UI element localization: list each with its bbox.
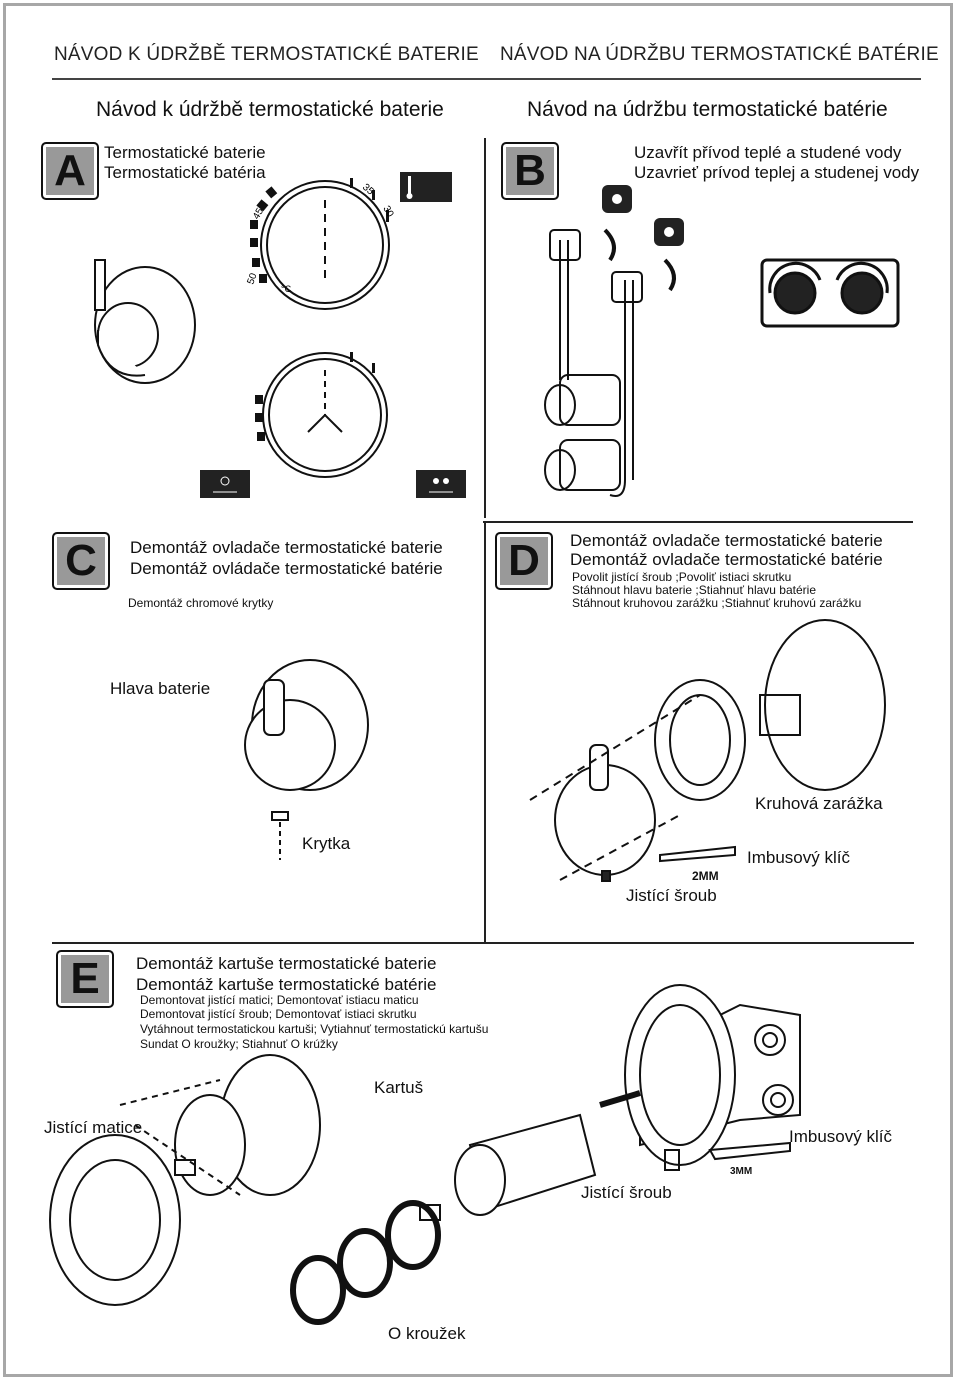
valve-icon-cold xyxy=(654,218,684,246)
section-e-illustration xyxy=(49,984,801,1325)
section-e-step1: Demontovat jistící matici; Demontovať is… xyxy=(140,993,419,1007)
label-hlava-baterie: Hlava baterie xyxy=(110,679,211,698)
cold-water-icon xyxy=(416,470,466,498)
label-imbusovy-klic-d: Imbusový klíč xyxy=(747,848,850,867)
section-c-line2: Demontáž ovládače termostatické batérie xyxy=(130,559,443,578)
section-d-badge: D xyxy=(495,532,553,590)
section-d-line2: Demontáž ovladače termostatické batérie xyxy=(570,550,883,569)
divider-cd xyxy=(484,521,486,943)
section-d-illustration xyxy=(529,619,886,882)
header-left-title: Návod k údržbě termostatické baterie xyxy=(54,44,479,65)
section-a-illustration: 50 45 35 30 °C xyxy=(94,172,466,498)
divider-ab xyxy=(484,138,486,518)
section-c-line1: Demontáž ovladače termostatické baterie xyxy=(130,538,443,557)
header-rule xyxy=(52,78,921,80)
label-kruhova-zarazka: Kruhová zarážka xyxy=(755,794,883,813)
section-b-badge: B xyxy=(501,142,559,200)
section-a-line2: Termostatické batéria xyxy=(104,163,266,182)
label-krytka: Krytka xyxy=(302,834,351,853)
section-d-step2: Stáhnout hlavu baterie ;Stiahnuť hlavu b… xyxy=(572,583,817,597)
section-e-step2: Demontovat jistící šroub; Demontovať ist… xyxy=(140,1007,417,1021)
dial-scale-top xyxy=(250,178,389,283)
section-a-heading: Návod k údržbě termostatické baterie xyxy=(96,98,444,121)
handle-knob-a xyxy=(94,259,196,384)
section-e-badge: E xyxy=(56,950,114,1008)
thermometer-icon xyxy=(400,172,452,202)
section-b-heading: Návod na údržbu termostatické batérie xyxy=(527,98,888,121)
section-e-line1: Demontáž kartuše termostatické baterie xyxy=(136,954,437,973)
section-b-illustration xyxy=(544,185,900,497)
label-3mm: 3MM xyxy=(730,1166,753,1177)
hot-water-icon xyxy=(200,470,250,498)
label-2mm: 2MM xyxy=(692,869,719,883)
valve-icon-hot xyxy=(602,185,632,213)
section-c-note: Demontáž chromové krytky xyxy=(128,596,274,610)
dial-tick-celsius: °C xyxy=(281,284,292,294)
section-e-step3: Vytáhnout termostatickou kartuši; Vytiah… xyxy=(140,1022,489,1036)
section-e-step4: Sundat O kroužky; Stiahnuť O krúžky xyxy=(140,1037,338,1051)
dial-tick-45: 45 xyxy=(251,206,266,222)
label-kartus: Kartuš xyxy=(374,1078,424,1097)
divider-e xyxy=(52,942,914,944)
section-c-illustration xyxy=(244,659,369,860)
label-o-krouzek: O kroužek xyxy=(388,1324,466,1343)
section-d-step3: Stáhnout kruhovou zarážku ;Stiahnuť kruh… xyxy=(572,596,862,610)
page-frame xyxy=(3,3,953,1377)
section-a-line1: Termostatické baterie xyxy=(104,143,266,162)
label-imbusovy-klic-e: Imbusový klíč xyxy=(789,1127,892,1146)
section-a-badge: A xyxy=(41,142,99,200)
section-e-line2: Demontáž kartuše termostatické batérie xyxy=(136,975,437,994)
rotation-badge xyxy=(760,258,900,328)
section-c-badge: C xyxy=(52,532,110,590)
label-jistici-sroub-d: Jistící šroub xyxy=(626,886,717,905)
header-right-title: Návod na údržbu termostatické batérie xyxy=(500,44,939,65)
cap-icon xyxy=(271,811,289,860)
section-b-line2: Uzavrieť prívod teplej a studenej vody xyxy=(634,163,920,182)
thermostat-dial-top xyxy=(260,180,390,310)
divider-bd xyxy=(483,521,913,523)
thermostat-dial-bottom xyxy=(262,352,388,478)
dial-tick-30: 30 xyxy=(380,204,395,220)
section-d-step1: Povolit jistící šroub ;Povoliť istiaci s… xyxy=(572,570,792,584)
dial-tick-50: 50 xyxy=(245,271,259,286)
section-d-line1: Demontáž ovladače termostatické baterie xyxy=(570,531,883,550)
section-b-line1: Uzavřít přívod teplé a studené vody xyxy=(634,143,902,162)
label-jistici-sroub-e: Jistící šroub xyxy=(581,1183,672,1202)
label-jistici-matice: Jistící matice xyxy=(44,1118,143,1137)
